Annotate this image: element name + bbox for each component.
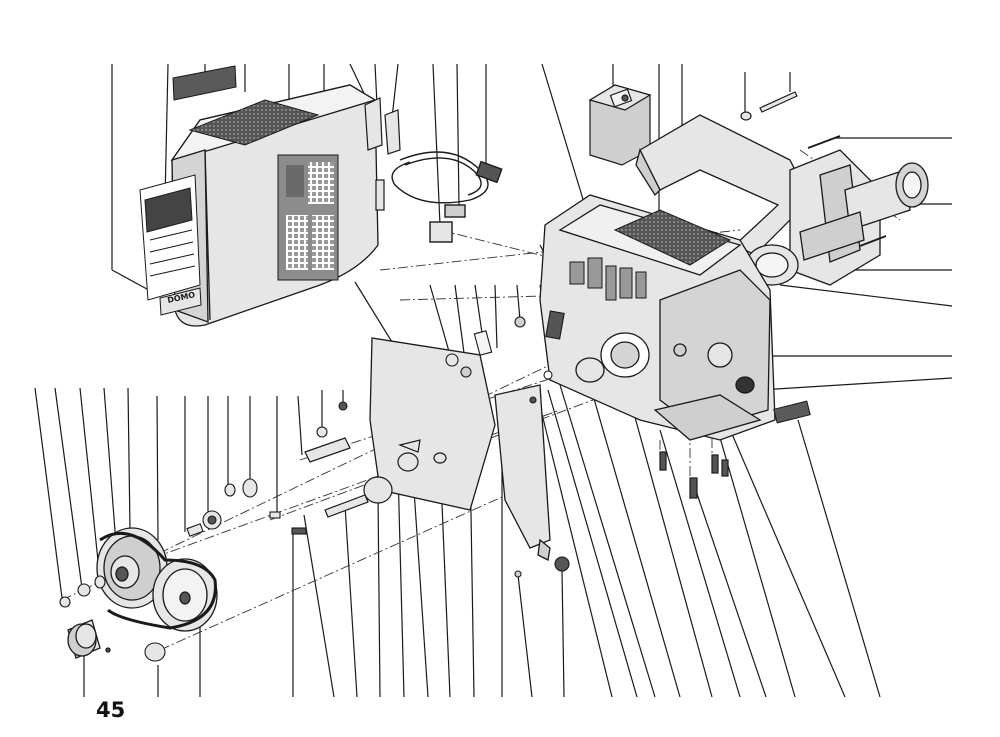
end-cap bbox=[67, 619, 111, 659]
drive-belt bbox=[99, 531, 217, 630]
pulley-large bbox=[96, 527, 168, 609]
power-cable bbox=[391, 151, 503, 243]
rear-cover bbox=[635, 114, 811, 256]
dark-label-small bbox=[172, 65, 237, 101]
housing-bolts bbox=[659, 451, 729, 499]
plate-bushings bbox=[445, 310, 570, 578]
cover-side-sticker bbox=[277, 154, 339, 281]
pulley-small bbox=[152, 558, 218, 632]
motor-assembly bbox=[745, 135, 929, 286]
leader-lines-bottom bbox=[83, 369, 881, 698]
top-screw bbox=[740, 91, 798, 121]
side-plate bbox=[369, 337, 551, 561]
main-switch bbox=[588, 84, 652, 166]
housing-bearings bbox=[575, 332, 755, 394]
mounting-clips bbox=[364, 97, 401, 211]
type-plate bbox=[773, 400, 811, 424]
control-panel-plate bbox=[139, 174, 202, 316]
housing-top-label bbox=[613, 209, 732, 266]
cover-top-label bbox=[188, 99, 320, 146]
washers-nuts bbox=[59, 401, 348, 662]
shafts bbox=[304, 437, 447, 518]
page-number: 45 bbox=[96, 698, 126, 722]
internal-gears bbox=[569, 257, 647, 301]
